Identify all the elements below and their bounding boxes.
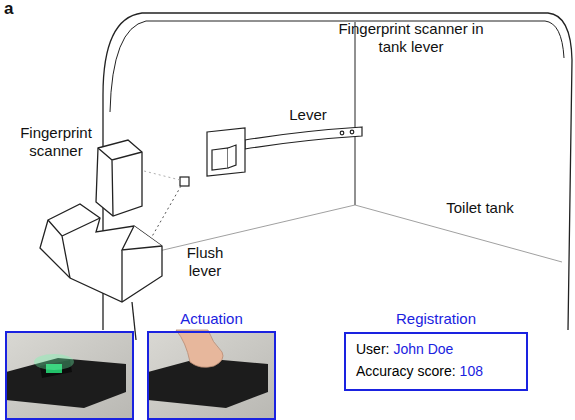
photo-panel: Actuation <box>148 304 275 420</box>
photo-idle <box>6 332 133 419</box>
panel-heading: Registration <box>344 310 528 328</box>
part-label: Fingerprint scanner <box>8 124 104 160</box>
tank-lever <box>207 127 362 176</box>
field-name: User: <box>356 341 389 357</box>
part-label: Flush lever <box>180 244 230 280</box>
field-name: Accuracy score: <box>356 363 456 379</box>
info-row: Accuracy score:108 <box>356 362 483 381</box>
part-label: Toilet tank <box>430 199 530 217</box>
tank-outline <box>103 13 572 330</box>
field-value: John Doe <box>393 341 453 357</box>
scanner-parts <box>40 140 162 340</box>
registration-box: RegistrationUser:John DoeAccuracy score:… <box>344 304 528 392</box>
part-label: Lever <box>278 106 338 124</box>
panel-heading: Actuation <box>148 310 275 328</box>
connector-square <box>140 170 189 240</box>
panel-frame <box>148 332 275 419</box>
info-row: User:John Doe <box>356 340 453 359</box>
part-label: Fingerprint scanner in tank lever <box>336 20 486 56</box>
panel-letter: a <box>4 0 24 18</box>
photo-actuation <box>148 330 275 419</box>
field-value: 108 <box>460 363 483 379</box>
panel-frame: User:John DoeAccuracy score:108 <box>344 332 528 391</box>
